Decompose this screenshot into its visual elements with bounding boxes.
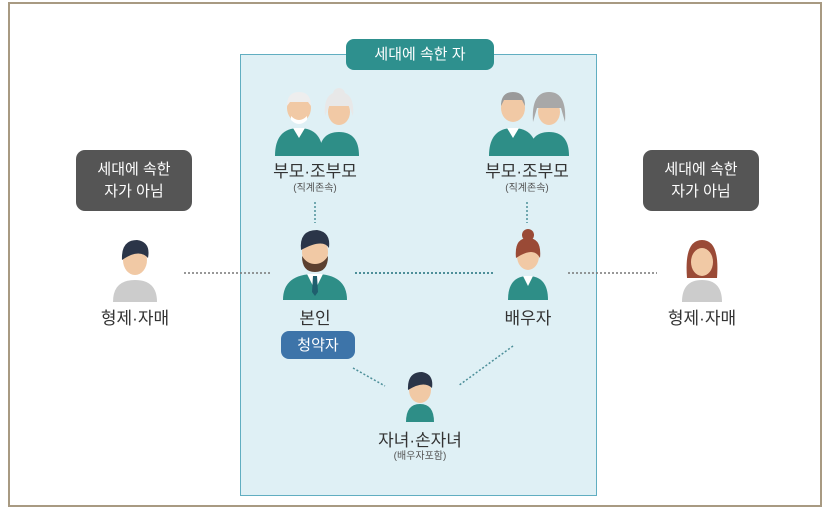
parents-right-label: 부모·조부모 (485, 162, 569, 181)
applicant-badge: 청약자 (281, 331, 355, 359)
sibling-right-label: 형제·자매 (667, 309, 737, 328)
connector-self-child (352, 367, 386, 387)
parents-right-note: (직계존속) (505, 183, 549, 194)
parents-left-label: 부모·조부모 (273, 162, 357, 181)
children-label: 자녀·손자녀 (378, 431, 462, 450)
parents-left-note: (직계존속) (293, 183, 337, 194)
non-household-label-right: 세대에 속한 자가 아님 (643, 150, 759, 211)
parents-left-icon (275, 88, 359, 156)
spouse-label: 배우자 (504, 309, 552, 328)
child-icon (406, 372, 434, 422)
self-icon (283, 230, 347, 300)
non-household-label-left: 세대에 속한 자가 아님 (76, 150, 192, 211)
sibling-left-label: 형제·자매 (100, 309, 170, 328)
connector-lines (184, 202, 657, 387)
parents-right-icon (489, 92, 569, 156)
children-note: (배우자포함) (393, 451, 447, 462)
sibling-right-icon (682, 240, 722, 302)
connector-spouse-child (457, 345, 514, 387)
household-box (240, 54, 597, 496)
spouse-icon (508, 229, 548, 300)
sibling-left-icon (113, 240, 157, 302)
household-title: 세대에 속한 자 (346, 39, 494, 70)
self-label: 본인 (299, 309, 331, 328)
